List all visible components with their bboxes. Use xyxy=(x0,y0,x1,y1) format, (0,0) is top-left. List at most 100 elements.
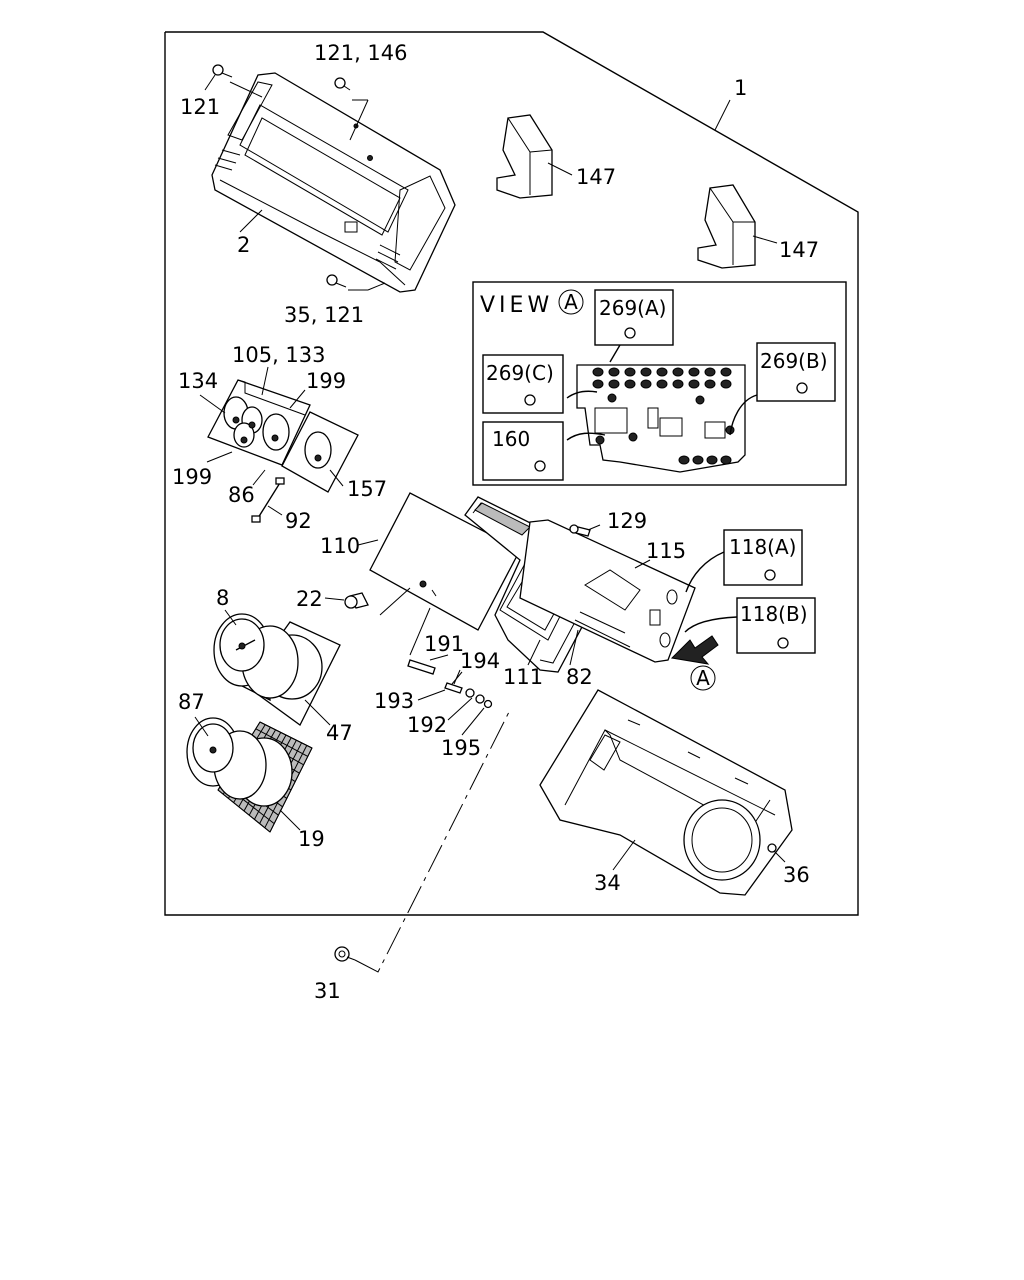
arrow-a: A xyxy=(670,635,719,691)
view-title-text: VIEW xyxy=(480,293,553,318)
label-194: 194 xyxy=(460,649,500,673)
label-92: 92 xyxy=(285,509,312,533)
pcb-socket xyxy=(656,367,668,377)
label-147-a: 147 xyxy=(576,165,616,189)
gauge-panel-134 xyxy=(207,379,311,466)
screw-36 xyxy=(767,843,777,853)
pcb-socket xyxy=(592,379,604,389)
case-115 xyxy=(519,519,696,663)
label-195: 195 xyxy=(441,736,481,760)
label-118-b: 118(B) xyxy=(740,602,808,626)
screw-121-146 xyxy=(334,77,351,91)
label-269-c: 269(C) xyxy=(486,361,554,385)
label-121-146: 121, 146 xyxy=(314,41,408,65)
label-111: 111 xyxy=(503,665,543,689)
gauge-8 xyxy=(213,613,341,726)
pcb-socket xyxy=(607,393,617,403)
label-157: 157 xyxy=(347,477,387,501)
part-labels: 1 121, 146 121 2 35, 121 147 147 105, 13… xyxy=(172,41,828,1003)
screw-35-121 xyxy=(326,274,347,288)
pcb-socket xyxy=(656,379,668,389)
view-a-title: VIEW A xyxy=(480,289,584,318)
label-115: 115 xyxy=(646,539,686,563)
pcb-socket xyxy=(695,395,705,405)
label-22: 22 xyxy=(296,587,323,611)
label-199-b: 199 xyxy=(172,465,212,489)
label-105-133: 105, 133 xyxy=(232,343,326,367)
pcb-socket xyxy=(672,379,684,389)
label-82: 82 xyxy=(566,665,593,689)
pcb-socket xyxy=(628,432,638,442)
label-134: 134 xyxy=(178,369,218,393)
pcb-socket xyxy=(608,379,620,389)
label-193: 193 xyxy=(374,689,414,713)
view-a-box xyxy=(472,281,847,486)
label-87: 87 xyxy=(178,690,205,714)
bulb-92 xyxy=(251,477,285,523)
pcb-socket xyxy=(640,367,652,377)
label-1: 1 xyxy=(734,76,747,100)
bracket-147-a xyxy=(496,114,553,199)
bulb-118a-icon xyxy=(764,569,776,581)
label-191: 191 xyxy=(424,632,464,656)
screw-31 xyxy=(334,946,356,962)
box-269a xyxy=(594,289,674,346)
pcb-socket xyxy=(688,367,700,377)
circuit-board xyxy=(576,364,746,473)
label-118-a: 118(A) xyxy=(729,535,796,559)
label-269-b: 269(B) xyxy=(760,349,828,373)
label-8: 8 xyxy=(216,586,229,610)
bulb-22 xyxy=(344,592,369,609)
pcb-socket xyxy=(592,367,604,377)
box-269b xyxy=(756,342,836,402)
screw-129 xyxy=(569,524,591,537)
grid-line xyxy=(255,728,309,757)
arrow-letter-text: A xyxy=(696,666,710,690)
label-19: 19 xyxy=(298,827,325,851)
assembly-boundary xyxy=(164,31,859,916)
pcb-socket xyxy=(720,379,732,389)
label-129: 129 xyxy=(607,509,647,533)
pcb-socket xyxy=(720,367,732,377)
bracket-147-b xyxy=(697,184,756,269)
box-118a xyxy=(723,529,803,586)
gauge-87 xyxy=(186,717,313,833)
pcb-socket xyxy=(706,455,718,465)
leader-lines xyxy=(194,74,786,871)
label-192: 192 xyxy=(407,713,447,737)
pcb-socket xyxy=(624,367,636,377)
grid-line xyxy=(259,721,313,749)
pcb-socket xyxy=(640,379,652,389)
label-47: 47 xyxy=(326,721,353,745)
label-86: 86 xyxy=(228,483,255,507)
screw-160-icon xyxy=(534,460,546,472)
label-269-a: 269(A) xyxy=(599,296,666,320)
bulb-118b-icon xyxy=(777,637,789,649)
screw-269b-icon xyxy=(796,382,808,394)
label-2: 2 xyxy=(237,233,250,257)
label-36: 36 xyxy=(783,863,810,887)
screw-121-top-left xyxy=(212,64,233,78)
pcb-socket xyxy=(672,367,684,377)
box-160 xyxy=(482,421,564,481)
pcb-socket xyxy=(688,379,700,389)
box-118b xyxy=(736,597,816,654)
label-110: 110 xyxy=(320,534,360,558)
pcb-socket xyxy=(704,379,716,389)
label-121: 121 xyxy=(180,95,220,119)
box-269c xyxy=(482,354,564,414)
pcb-socket xyxy=(720,455,732,465)
label-31: 31 xyxy=(314,979,341,1003)
label-147-b: 147 xyxy=(779,238,819,262)
pcb-socket xyxy=(678,455,690,465)
view-letter-text: A xyxy=(564,290,578,314)
housing-34 xyxy=(539,689,793,896)
pcb-socket xyxy=(595,435,605,445)
small-hardware xyxy=(407,659,493,709)
pcb-socket xyxy=(692,455,704,465)
label-199-a: 199 xyxy=(306,369,346,393)
screw-269a-icon xyxy=(624,327,636,339)
cluster-hood-part-2 xyxy=(211,72,456,293)
label-34: 34 xyxy=(594,871,621,895)
